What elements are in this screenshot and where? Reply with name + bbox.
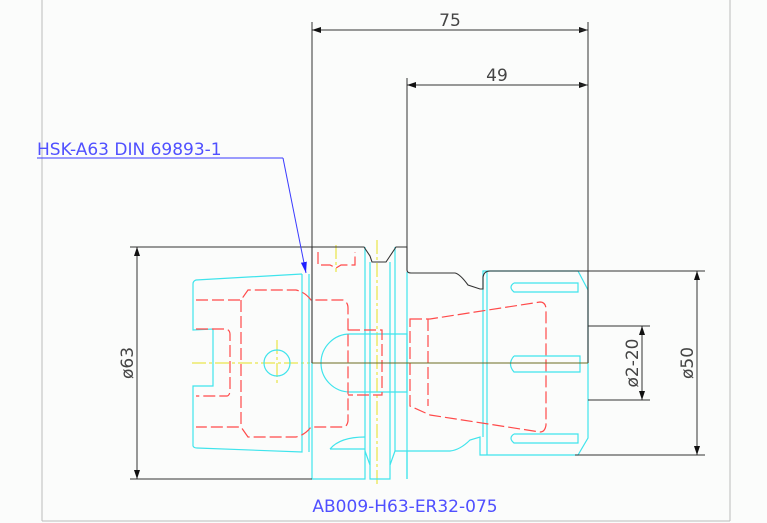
drawing-frame [41, 0, 731, 522]
dim-overall-length: 75 [439, 11, 461, 31]
hidden-lines [196, 252, 547, 438]
part-number-label: AB009-H63-ER32-075 [312, 497, 497, 517]
dim-nose-length: 49 [486, 66, 508, 86]
dim-clamping-range: ø2-20 [623, 339, 643, 388]
dim-flange-diameter: ø63 [118, 347, 138, 379]
part-outline [311, 246, 589, 364]
callout-label: HSK-A63 DIN 69893-1 [37, 140, 222, 160]
dim-nut-diameter: ø50 [678, 347, 698, 379]
callout-leader [37, 157, 307, 274]
dimension-lines [130, 22, 705, 480]
